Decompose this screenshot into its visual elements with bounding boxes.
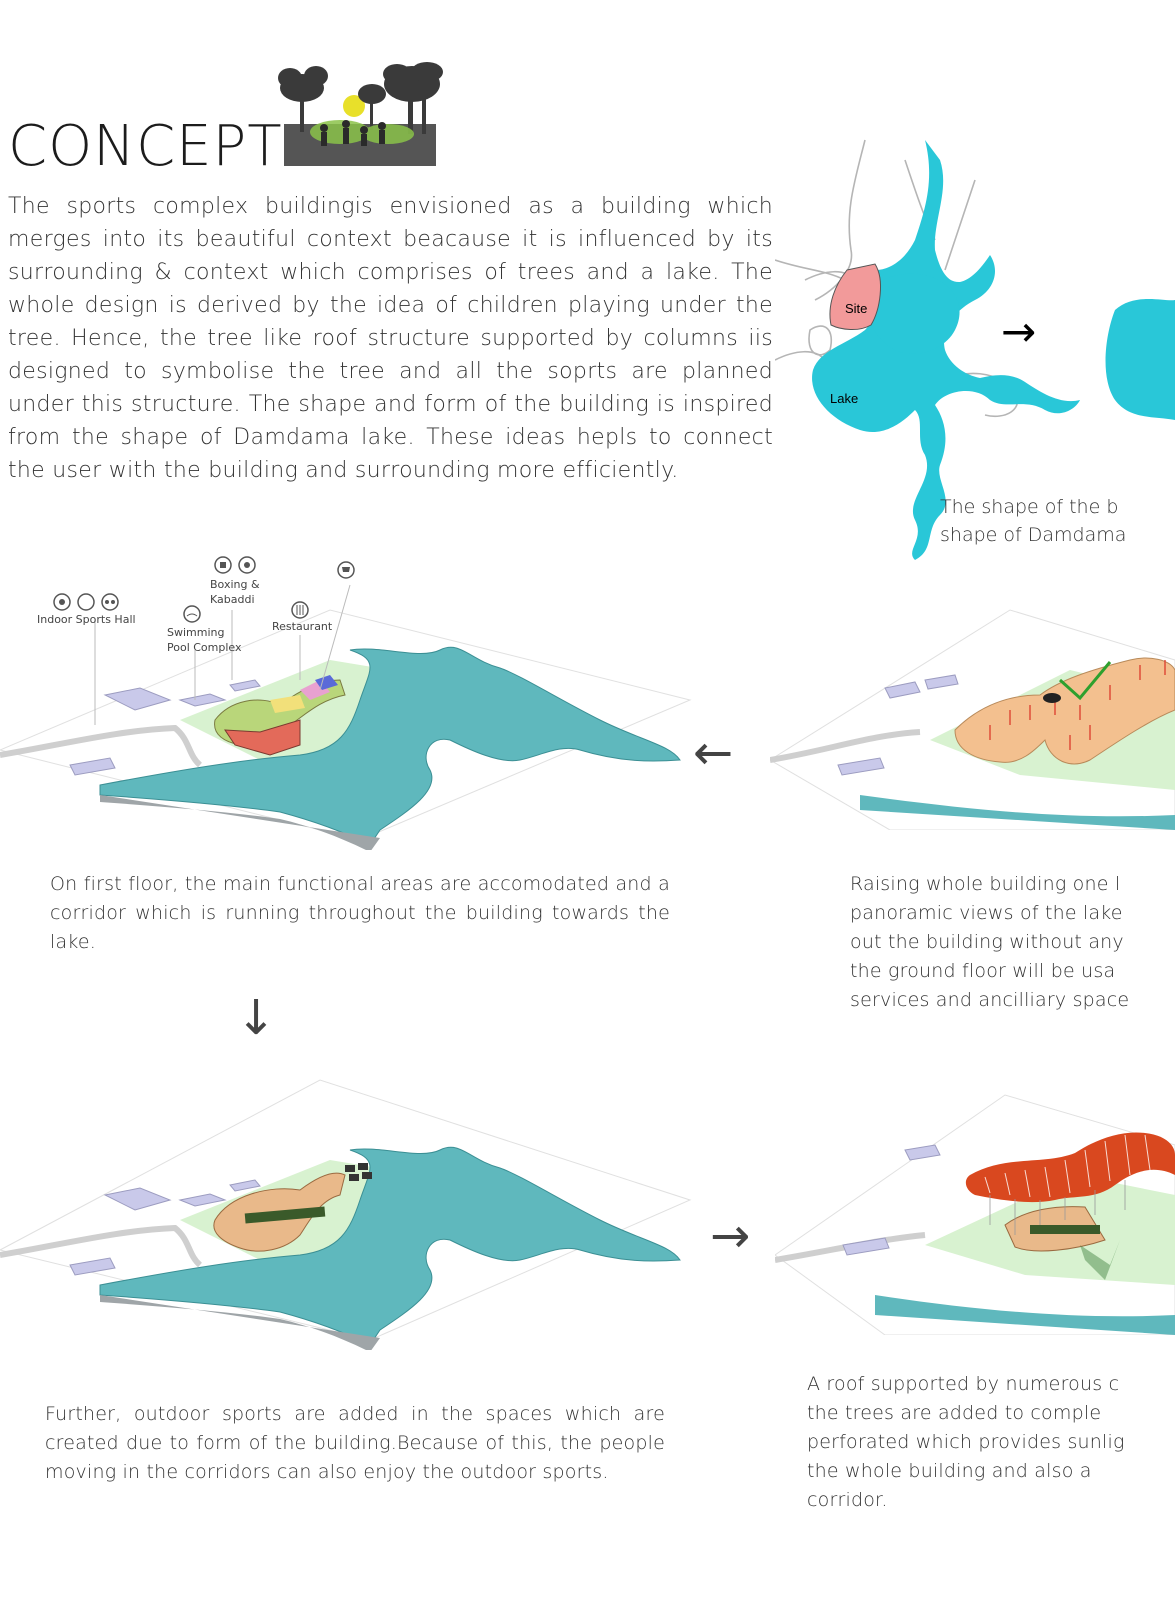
first-floor-diagram: Indoor Sports Hall Boxing & Kabaddi Swim… [0,550,700,850]
indoor-sports-hall-label: Indoor Sports Hall [37,612,136,627]
map-caption-line2: shape of Damdama [940,521,1126,549]
indoor-sports-icons [52,592,124,612]
map-caption: The shape of the b shape of Damdama [940,493,1126,549]
lake-shape-preview [1106,299,1175,420]
roof-diagram [775,1075,1175,1335]
raised-building-diagram [770,600,1175,830]
lake-label: Lake [830,391,858,406]
intro-paragraph: The sports complex buildingis envisioned… [8,190,773,487]
roof-caption: A roof supported by numerous c the trees… [807,1370,1175,1515]
swimming-pool-label: Swimming Pool Complex [167,625,242,655]
map-arrow-icon: → [1001,307,1036,356]
map-caption-line1: The shape of the b [940,493,1126,521]
shopping-cart-icon [336,560,356,580]
raising-caption: Raising whole building one l panoramic v… [850,870,1175,1015]
outdoor-caption: Further, outdoor sports are added in the… [45,1400,665,1487]
right-arrow-icon: → [710,1208,750,1264]
trees-children-illustration [262,62,452,170]
left-arrow-icon: ← [693,725,733,781]
site-label: Site [845,301,867,316]
site-shape [830,264,881,330]
page-title: CONCEPT [8,114,283,179]
boxing-kabaddi-icons [213,555,259,575]
first-floor-caption: On first floor, the main functional area… [50,870,670,957]
down-arrow-icon: ↓ [236,990,276,1046]
restaurant-icon [290,600,310,620]
swimming-icon [182,604,202,624]
restaurant-label: Restaurant [272,619,332,634]
outdoor-sports-diagram [0,1070,700,1350]
boxing-kabaddi-label: Boxing & Kabaddi [210,577,260,607]
